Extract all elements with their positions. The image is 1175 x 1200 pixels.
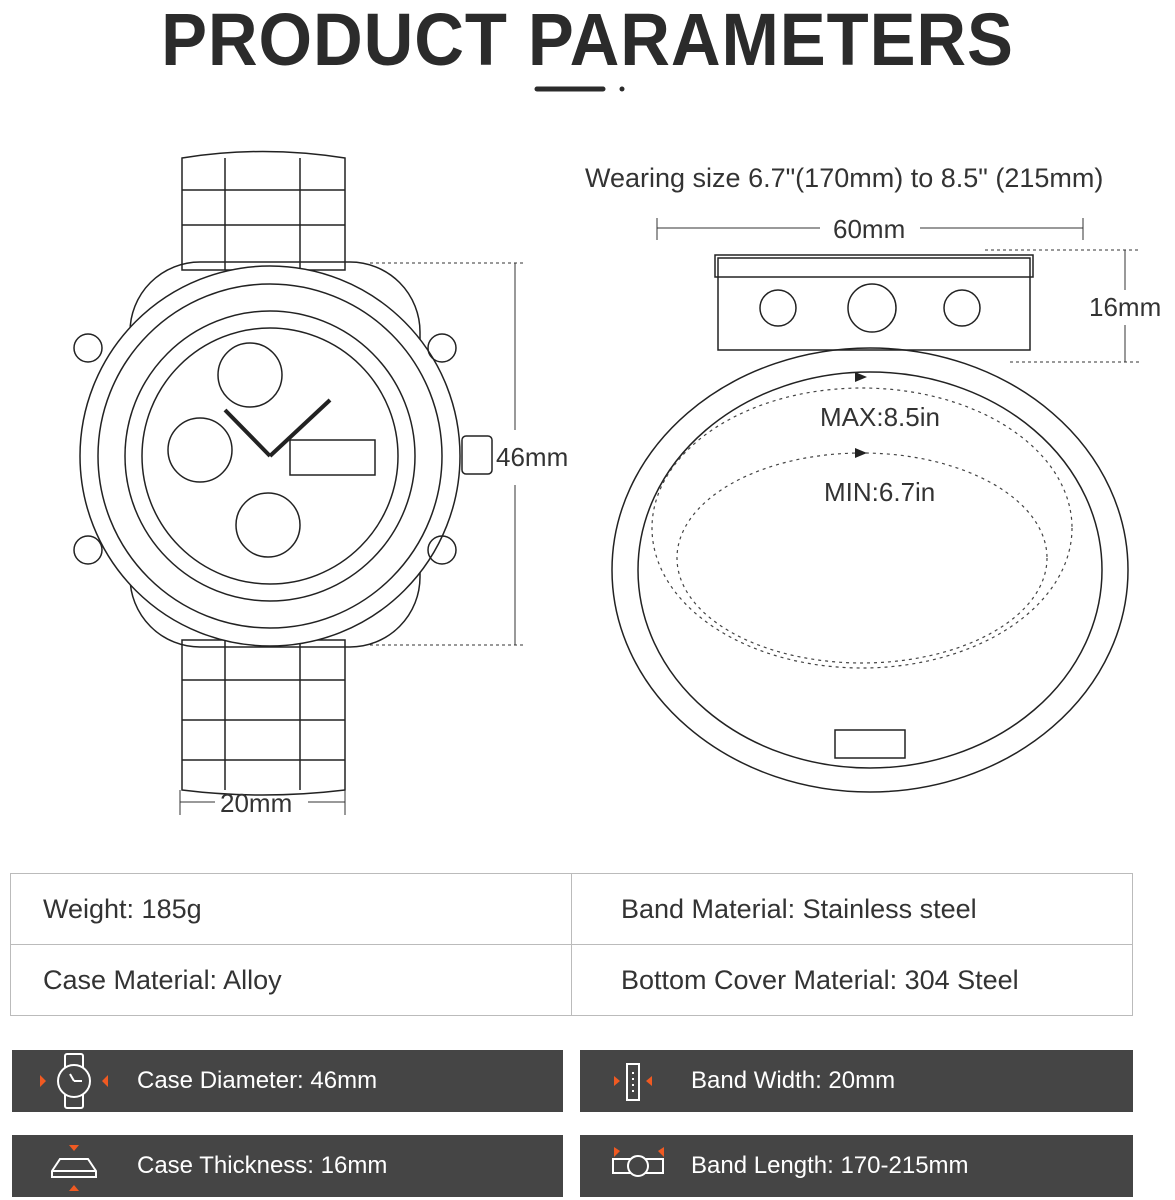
case-thickness-icon bbox=[12, 1135, 132, 1197]
band-top bbox=[181, 150, 346, 271]
table-row: Weight: 185g Band Material: Stainless st… bbox=[10, 873, 1133, 945]
case-width-dimension: 60mm bbox=[829, 214, 910, 245]
feature-label: Band Length: 170-215mm bbox=[691, 1152, 969, 1179]
page-title: PRODUCT PARAMETERS bbox=[161, 0, 1014, 81]
band-width-icon bbox=[580, 1050, 700, 1112]
feature-label: Case Thickness: 16mm bbox=[137, 1152, 388, 1179]
band-bottom bbox=[181, 639, 346, 796]
min-size-label: MIN:6.7in bbox=[824, 477, 936, 507]
table-row: Case Material: Alloy Bottom Cover Materi… bbox=[10, 944, 1133, 1016]
case-thickness-dimension: 16mm bbox=[1089, 292, 1162, 322]
max-size-label: MAX:8.5in bbox=[820, 402, 940, 432]
feature-bar-case-thickness: Case Thickness: 16mm bbox=[12, 1135, 563, 1197]
feature-bar-band-width: Band Width: 20mm bbox=[580, 1050, 1133, 1112]
band-length-icon bbox=[580, 1135, 700, 1197]
band-width-dimension: 20mm bbox=[220, 788, 293, 818]
band-material-cell: Band Material: Stainless steel bbox=[571, 873, 1133, 945]
weight-cell: Weight: 185g bbox=[10, 873, 572, 945]
wearing-size-text: Wearing size 6.7"(170mm) to 8.5" (215mm) bbox=[585, 163, 1104, 193]
feature-label: Case Diameter: 46mm bbox=[137, 1067, 378, 1094]
case-diameter-dimension: 46mm bbox=[496, 442, 569, 472]
case-material-cell: Case Material: Alloy bbox=[10, 944, 572, 1016]
watch-front-illustration bbox=[73, 150, 525, 815]
case-diameter-icon bbox=[12, 1050, 132, 1112]
feature-bar-band-length: Band Length: 170-215mm bbox=[580, 1135, 1133, 1197]
feature-bar-case-diameter: Case Diameter: 46mm bbox=[12, 1050, 563, 1112]
feature-label: Band Width: 20mm bbox=[691, 1067, 896, 1094]
spec-table: Weight: 185g Band Material: Stainless st… bbox=[10, 873, 1133, 1016]
bottom-cover-cell: Bottom Cover Material: 304 Steel bbox=[571, 944, 1133, 1016]
watch-side-illustration bbox=[611, 218, 1140, 793]
title-underline bbox=[534, 86, 625, 92]
